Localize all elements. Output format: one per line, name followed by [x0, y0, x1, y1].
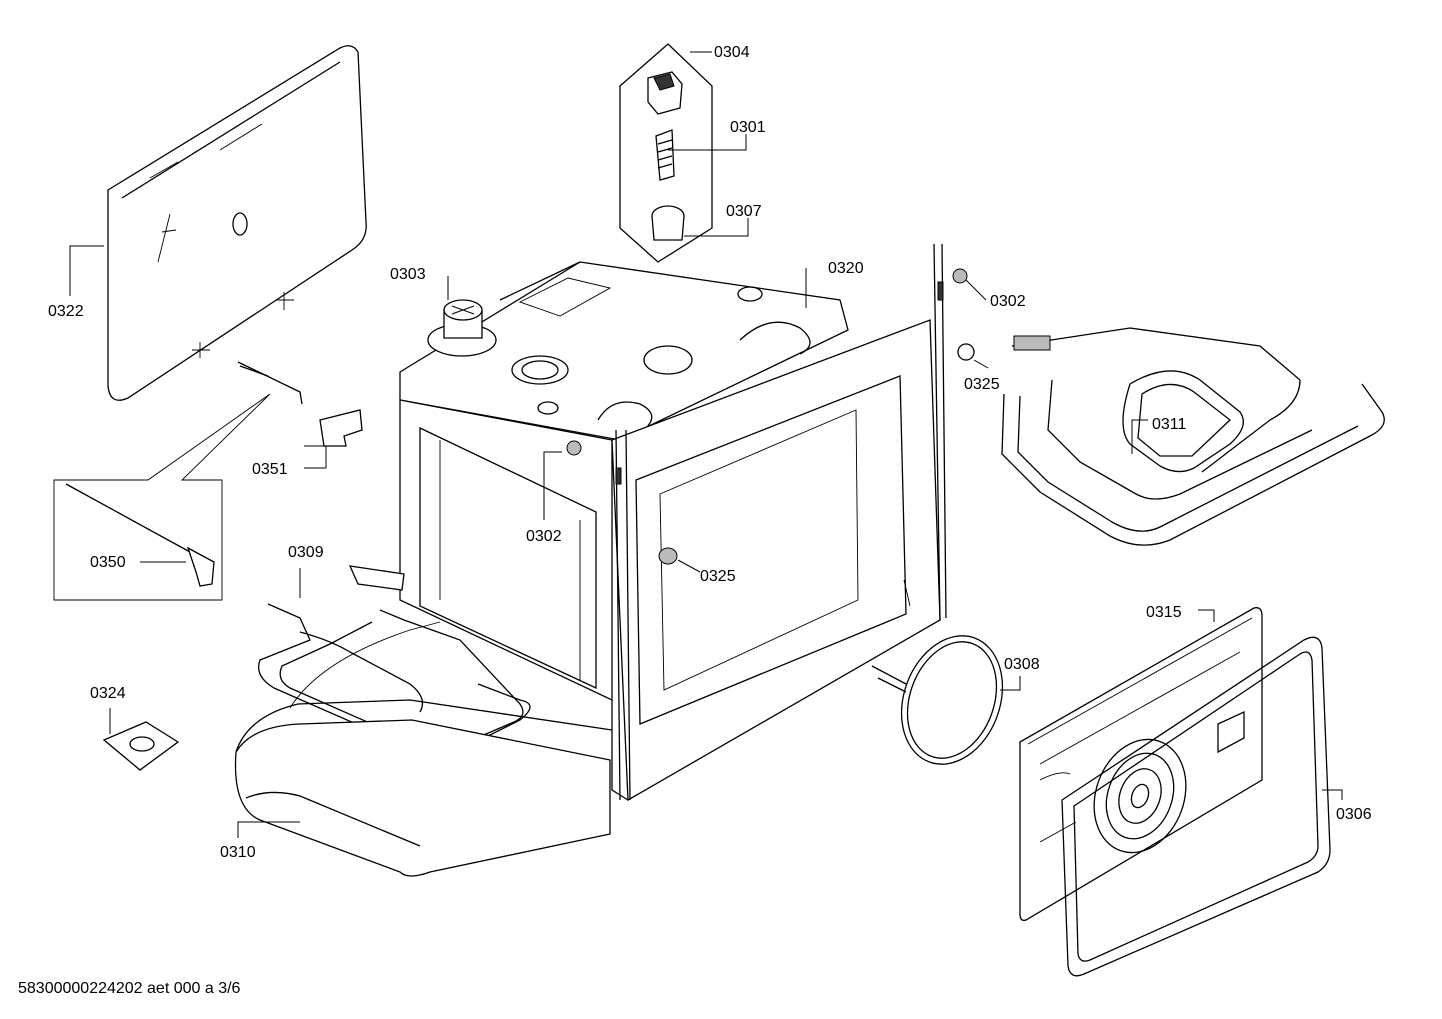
- document-code: 58300000224202 aet 000 a 3/6: [18, 980, 241, 997]
- label-0325-mid: 0325: [700, 568, 736, 585]
- label-0302-top: 0302: [990, 293, 1026, 310]
- label-0304: 0304: [714, 44, 750, 61]
- rack-stops: [566, 268, 975, 565]
- label-0307: 0307: [726, 203, 762, 220]
- label-0306: 0306: [1336, 806, 1372, 823]
- side-panel-0322: [107, 45, 367, 401]
- ring-element-0308: [871, 635, 1004, 765]
- back-panel-0315: [1019, 607, 1263, 922]
- label-0301: 0301: [730, 119, 766, 136]
- label-0311: 0311: [1152, 416, 1187, 433]
- label-0308: 0308: [1004, 656, 1040, 673]
- label-0309: 0309: [288, 544, 324, 561]
- sensor-0350: [65, 483, 215, 587]
- label-0303: 0303: [390, 266, 426, 283]
- thermostat-inset: [619, 43, 713, 263]
- label-0325-top: 0325: [964, 376, 1000, 393]
- label-0350: 0350: [90, 554, 126, 571]
- grill-element-0311: [1001, 327, 1385, 546]
- label-0310: 0310: [220, 844, 256, 861]
- door-seal-0306: [1061, 636, 1331, 977]
- duct-fitting-0303: [427, 299, 497, 357]
- oven-cavity: [399, 243, 947, 802]
- leader-lines: [69, 51, 1343, 838]
- label-0351: 0351: [252, 461, 288, 478]
- part-labels: 0304 0301 0307 0320 0303 0302 0325 0322 …: [48, 44, 1372, 861]
- label-0315: 0315: [1146, 604, 1182, 621]
- label-0302-mid: 0302: [526, 528, 562, 545]
- pad-0324: [102, 721, 180, 771]
- insulation-0310: [234, 621, 613, 877]
- label-0322: 0322: [48, 303, 84, 320]
- label-0320: 0320: [828, 260, 864, 277]
- label-0324: 0324: [90, 685, 126, 702]
